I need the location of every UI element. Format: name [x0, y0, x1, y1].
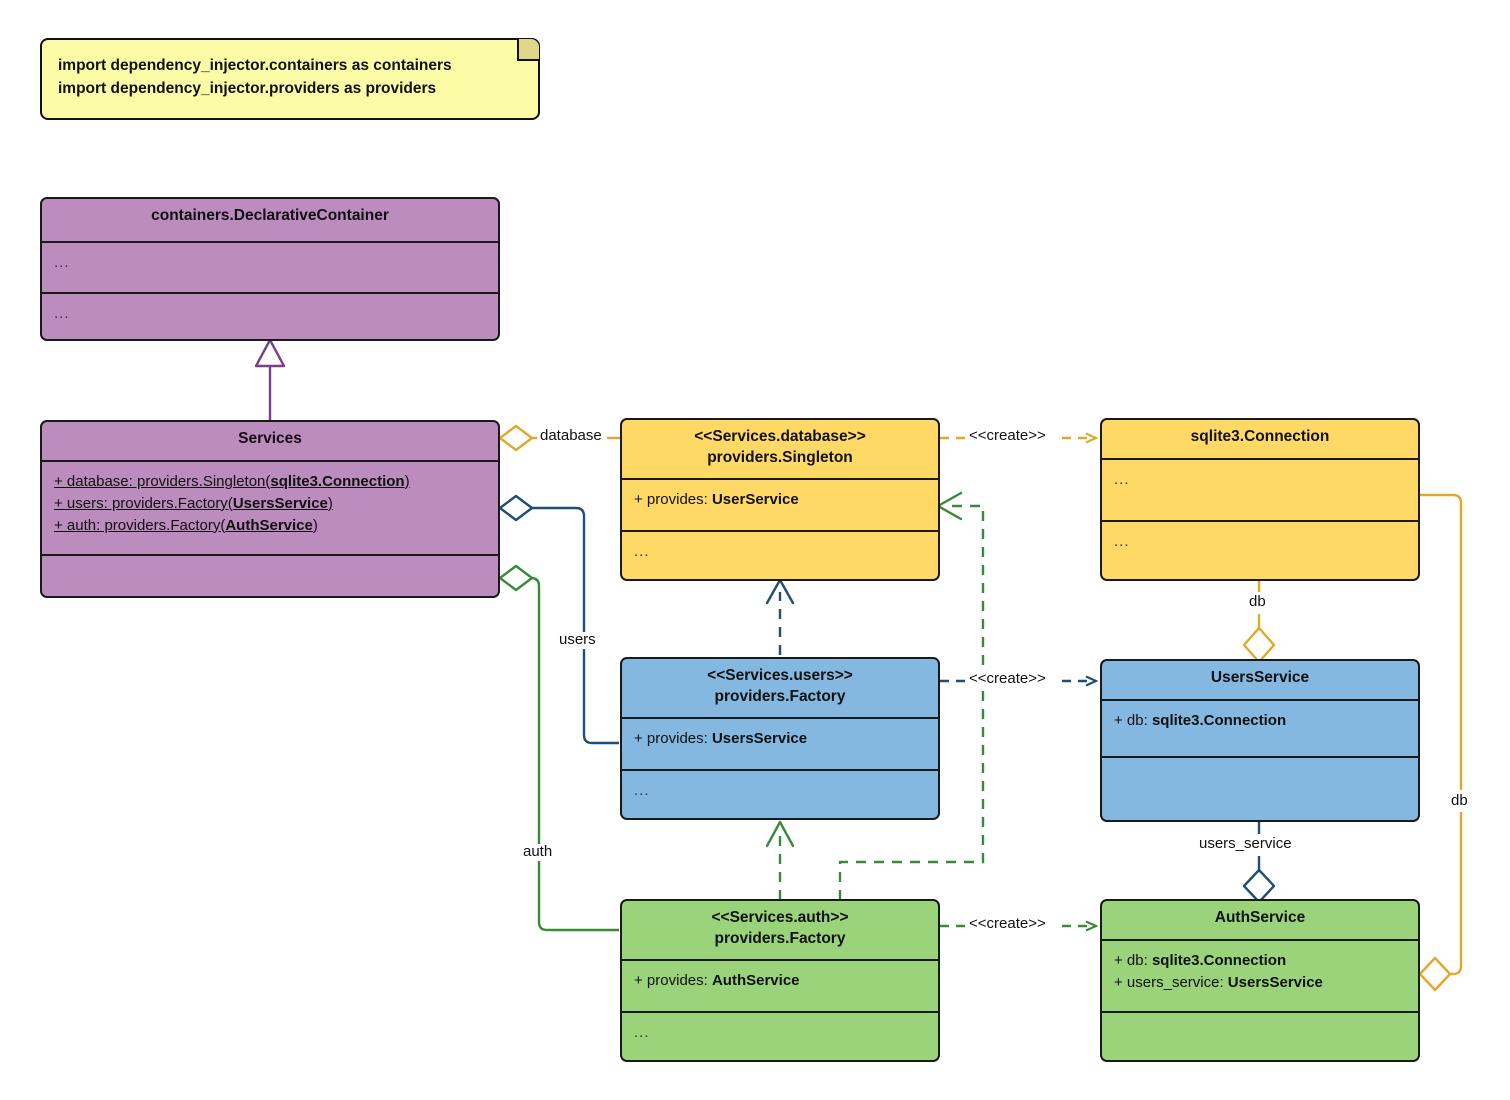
note-line-1: import dependency_injector.containers as…	[58, 57, 452, 74]
class-users-service[interactable]: UsersService + db: sqlite3.Connection	[1100, 659, 1420, 822]
edge-dependency-users-database	[765, 578, 795, 655]
attribute-provides: + provides: UserService	[634, 489, 926, 511]
class-services-methods	[42, 554, 498, 596]
attribute-provides: + provides: AuthService	[634, 970, 926, 992]
method-ellipsis: ...	[634, 543, 650, 560]
edge-aggregation-sqlite-authservice-db	[1418, 493, 1463, 992]
method-ellipsis: ...	[1114, 533, 1130, 550]
method-ellipsis: ...	[54, 305, 70, 322]
class-services-database-provider-title: <<Services.database>> providers.Singleto…	[622, 420, 938, 478]
attribute-db-type: sqlite3.Connection	[1151, 952, 1287, 969]
class-services-auth-provider[interactable]: <<Services.auth>> providers.Factory + pr…	[620, 899, 940, 1062]
attribute-users-service-plain: + users_service:	[1114, 973, 1228, 991]
edge-aggregation-services-auth	[498, 564, 619, 932]
method-ellipsis: ...	[634, 1024, 650, 1041]
attribute-ellipsis: ...	[54, 254, 70, 271]
provider-type-factory: providers.Factory	[714, 929, 846, 947]
class-sqlite3-connection-attributes: ...	[1102, 458, 1418, 520]
attribute-users-type: UsersService	[232, 494, 328, 512]
stereotype-services-database: <<Services.database>>	[694, 428, 866, 445]
class-users-service-title: UsersService	[1210, 669, 1310, 686]
class-services-title: Services	[238, 430, 302, 447]
attribute-users-plain: + users: providers.Factory(	[54, 494, 233, 512]
attribute-database: + database: providers.Singleton(sqlite3.…	[54, 471, 486, 493]
class-users-service-methods	[1102, 756, 1418, 820]
class-users-service-attributes: + db: sqlite3.Connection	[1102, 699, 1418, 756]
edge-label-users: users	[556, 631, 599, 649]
attribute-provides-plain: + provides:	[634, 491, 712, 508]
class-services-database-provider-methods: ...	[622, 530, 938, 579]
class-services-database-provider-attributes: + provides: UserService	[622, 478, 938, 530]
attribute-provides-plain: + provides:	[634, 972, 712, 989]
attribute-users-tail: )	[327, 494, 333, 512]
edge-label-database: database	[537, 427, 605, 445]
attribute-provides-type: AuthService	[711, 972, 800, 989]
edge-generalization-services-container	[254, 338, 286, 420]
class-services-users-provider-title: <<Services.users>> providers.Factory	[622, 659, 938, 717]
provider-type-factory: providers.Factory	[714, 687, 846, 705]
edge-label-db-auth-service: db	[1448, 792, 1471, 810]
class-services-auth-provider-methods: ...	[622, 1011, 938, 1060]
class-services-database-provider[interactable]: <<Services.database>> providers.Singleto…	[620, 418, 940, 581]
class-sqlite3-connection-methods: ...	[1102, 520, 1418, 579]
class-services[interactable]: Services + database: providers.Singleton…	[40, 420, 500, 598]
attribute-db: + db: sqlite3.Connection	[1114, 710, 1406, 732]
class-sqlite3-connection[interactable]: sqlite3.Connection ... ...	[1100, 418, 1420, 581]
class-auth-service-attributes: + db: sqlite3.Connection + users_service…	[1102, 939, 1418, 1011]
class-services-users-provider-attributes: + provides: UsersService	[622, 717, 938, 769]
edge-aggregation-usersservice-authservice	[1242, 822, 1276, 904]
stereotype-services-auth: <<Services.auth>>	[711, 909, 849, 926]
attribute-provides-plain: + provides:	[634, 730, 712, 747]
attribute-auth: + auth: providers.Factory(AuthService)	[54, 515, 486, 537]
class-services-auth-provider-title: <<Services.auth>> providers.Factory	[622, 901, 938, 959]
note-fold-corner	[517, 39, 539, 61]
attribute-db: + db: sqlite3.Connection	[1114, 950, 1406, 972]
attribute-provides-type: UserService	[711, 491, 799, 508]
class-services-users-provider-methods: ...	[622, 769, 938, 818]
attribute-db-plain: + db:	[1114, 952, 1152, 969]
attribute-auth-plain: + auth: providers.Factory(	[54, 516, 226, 534]
edge-aggregation-services-users	[498, 494, 619, 745]
class-declarative-container-methods: ...	[42, 292, 498, 339]
edge-label-users-service: users_service	[1196, 835, 1295, 853]
class-sqlite3-connection-title: sqlite3.Connection	[1190, 428, 1330, 445]
stereotype-services-users: <<Services.users>>	[707, 667, 853, 684]
edge-label-create-database: <<create>>	[967, 427, 1048, 445]
class-auth-service[interactable]: AuthService + db: sqlite3.Connection + u…	[1100, 899, 1420, 1062]
attribute-db-plain: + db:	[1114, 712, 1152, 729]
import-note: import dependency_injector.containers as…	[40, 38, 540, 120]
attribute-provides: + provides: UsersService	[634, 728, 926, 750]
class-auth-service-methods	[1102, 1011, 1418, 1060]
edge-label-create-auth: <<create>>	[967, 915, 1048, 933]
edge-label-auth: auth	[520, 843, 556, 861]
attribute-database-plain: + database: providers.Singleton(	[54, 473, 271, 490]
edge-dependency-auth-database	[838, 491, 985, 900]
class-declarative-container-title: containers.DeclarativeContainer	[151, 207, 389, 224]
class-services-attributes: + database: providers.Singleton(sqlite3.…	[42, 460, 498, 554]
attribute-db-type: sqlite3.Connection	[1151, 712, 1287, 729]
attribute-ellipsis: ...	[1114, 471, 1130, 488]
attribute-database-type: sqlite3.Connection	[270, 473, 405, 490]
attribute-users-service: + users_service: UsersService	[1114, 972, 1406, 994]
class-declarative-container-attributes: ...	[42, 241, 498, 292]
note-line-2: import dependency_injector.providers as …	[58, 80, 437, 98]
attribute-auth-type: AuthService	[225, 516, 313, 534]
attribute-provides-type: UsersService	[711, 730, 808, 747]
edge-label-db-users-service: db	[1246, 593, 1269, 611]
edge-dependency-auth-users	[765, 820, 795, 900]
attribute-database-tail: )	[404, 473, 410, 490]
attribute-users: + users: providers.Factory(UsersService)	[54, 493, 486, 515]
provider-type-singleton: providers.Singleton	[707, 448, 853, 466]
method-ellipsis: ...	[634, 782, 650, 799]
edge-label-create-users: <<create>>	[967, 670, 1048, 688]
attribute-auth-tail: )	[312, 516, 318, 534]
class-auth-service-title: AuthService	[1214, 909, 1306, 926]
class-services-auth-provider-attributes: + provides: AuthService	[622, 959, 938, 1011]
class-declarative-container[interactable]: containers.DeclarativeContainer ... ...	[40, 197, 500, 341]
class-services-users-provider[interactable]: <<Services.users>> providers.Factory + p…	[620, 657, 940, 820]
attribute-users-service-type: UsersService	[1227, 973, 1323, 991]
